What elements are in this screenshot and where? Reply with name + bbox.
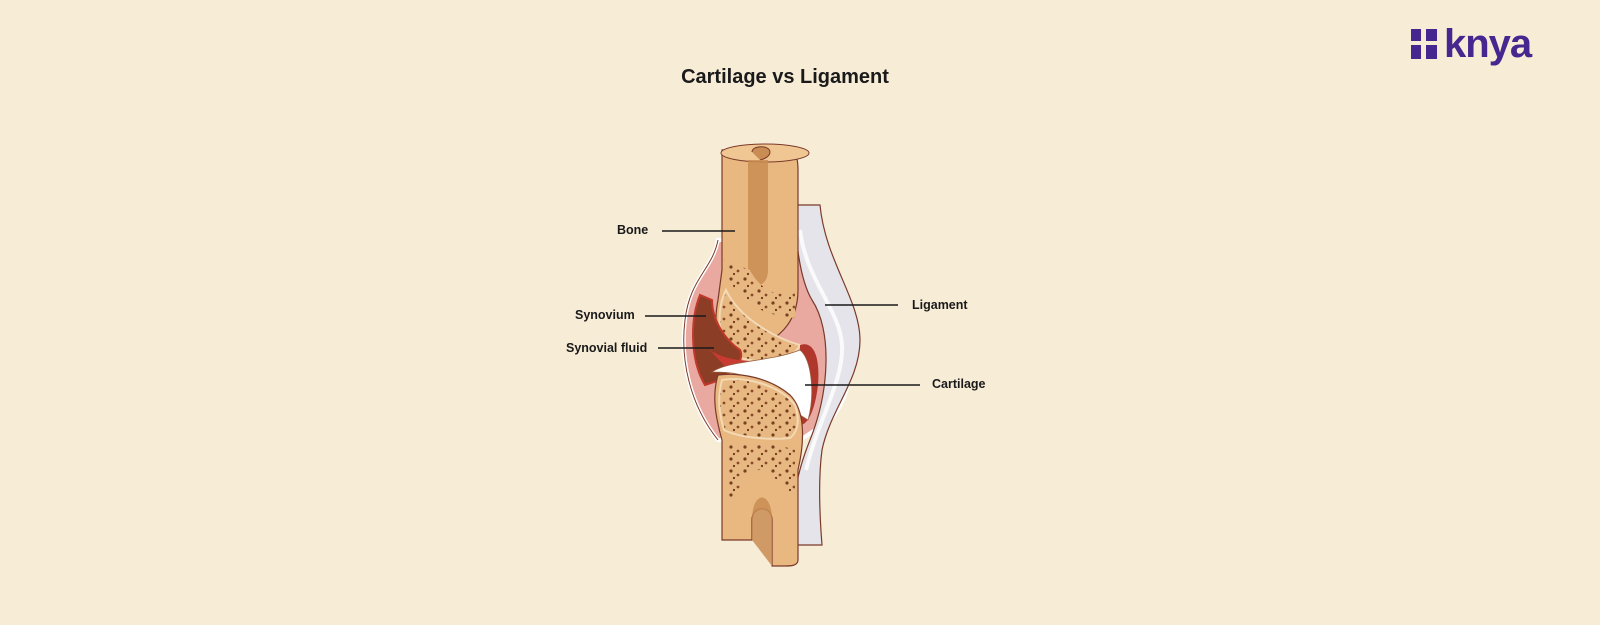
brand-logo[interactable]: knya <box>1410 22 1532 66</box>
label-synovium: Synovium <box>575 308 635 322</box>
label-bone: Bone <box>617 223 649 237</box>
knya-logo-icon <box>1411 29 1437 59</box>
label-cartilage: Cartilage <box>932 377 986 391</box>
lower-spongy-bone <box>718 378 799 440</box>
upper-spongy-bone <box>724 260 795 318</box>
diagram-title: Cartilage vs Ligament <box>681 66 889 88</box>
label-synovial-fluid: Synovial fluid <box>566 341 648 355</box>
brand-name: knya <box>1444 22 1532 66</box>
label-ligament: Ligament <box>912 298 968 312</box>
upper-marrow <box>748 160 768 285</box>
lower-marrow <box>752 497 772 566</box>
